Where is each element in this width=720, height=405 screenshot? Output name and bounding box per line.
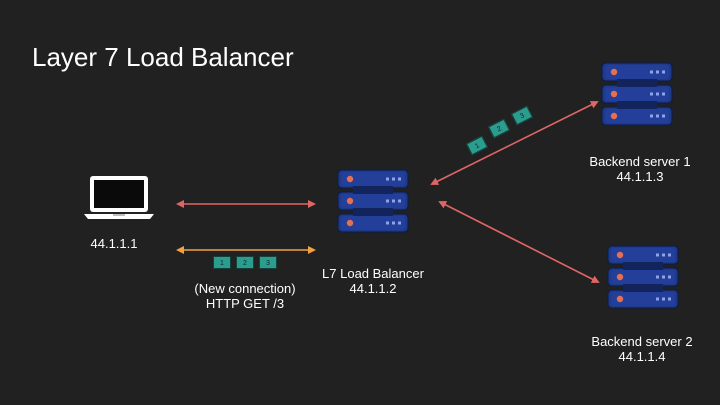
client-label: 44.1.1.1: [84, 236, 144, 251]
lb-backend1-arrow: [430, 101, 599, 185]
backend2-name: Backend server 2: [591, 334, 693, 349]
server-icon: [602, 63, 672, 125]
load-balancer-name: L7 Load Balancer: [322, 266, 424, 281]
packet-1-bottom: 1: [213, 256, 231, 269]
connection-line1: (New connection): [194, 281, 296, 296]
slide-title: Layer 7 Load Balancer: [32, 42, 294, 72]
lb-backend2-arrow: [438, 201, 600, 283]
connection-label: (New connection) HTTP GET /3: [180, 281, 310, 311]
backend1-name: Backend server 1: [589, 154, 691, 169]
backend1-ip: 44.1.1.3: [616, 169, 664, 184]
server-icon: [338, 170, 408, 232]
backend2-ip: 44.1.1.4: [618, 349, 666, 364]
load-balancer-label: L7 Load Balancer 44.1.1.2: [308, 266, 438, 296]
packet-3-bottom: 3: [259, 256, 277, 269]
laptop-icon: [84, 176, 154, 219]
backend2-label: Backend server 2 44.1.1.4: [577, 334, 707, 364]
client-ip: 44.1.1.1: [90, 236, 138, 251]
connection-line2: HTTP GET /3: [205, 296, 285, 311]
packet-2-bottom: 2: [236, 256, 254, 269]
backend1-label: Backend server 1 44.1.1.3: [575, 154, 705, 184]
load-balancer-ip: 44.1.1.2: [349, 281, 397, 296]
server-icon: [608, 246, 678, 308]
